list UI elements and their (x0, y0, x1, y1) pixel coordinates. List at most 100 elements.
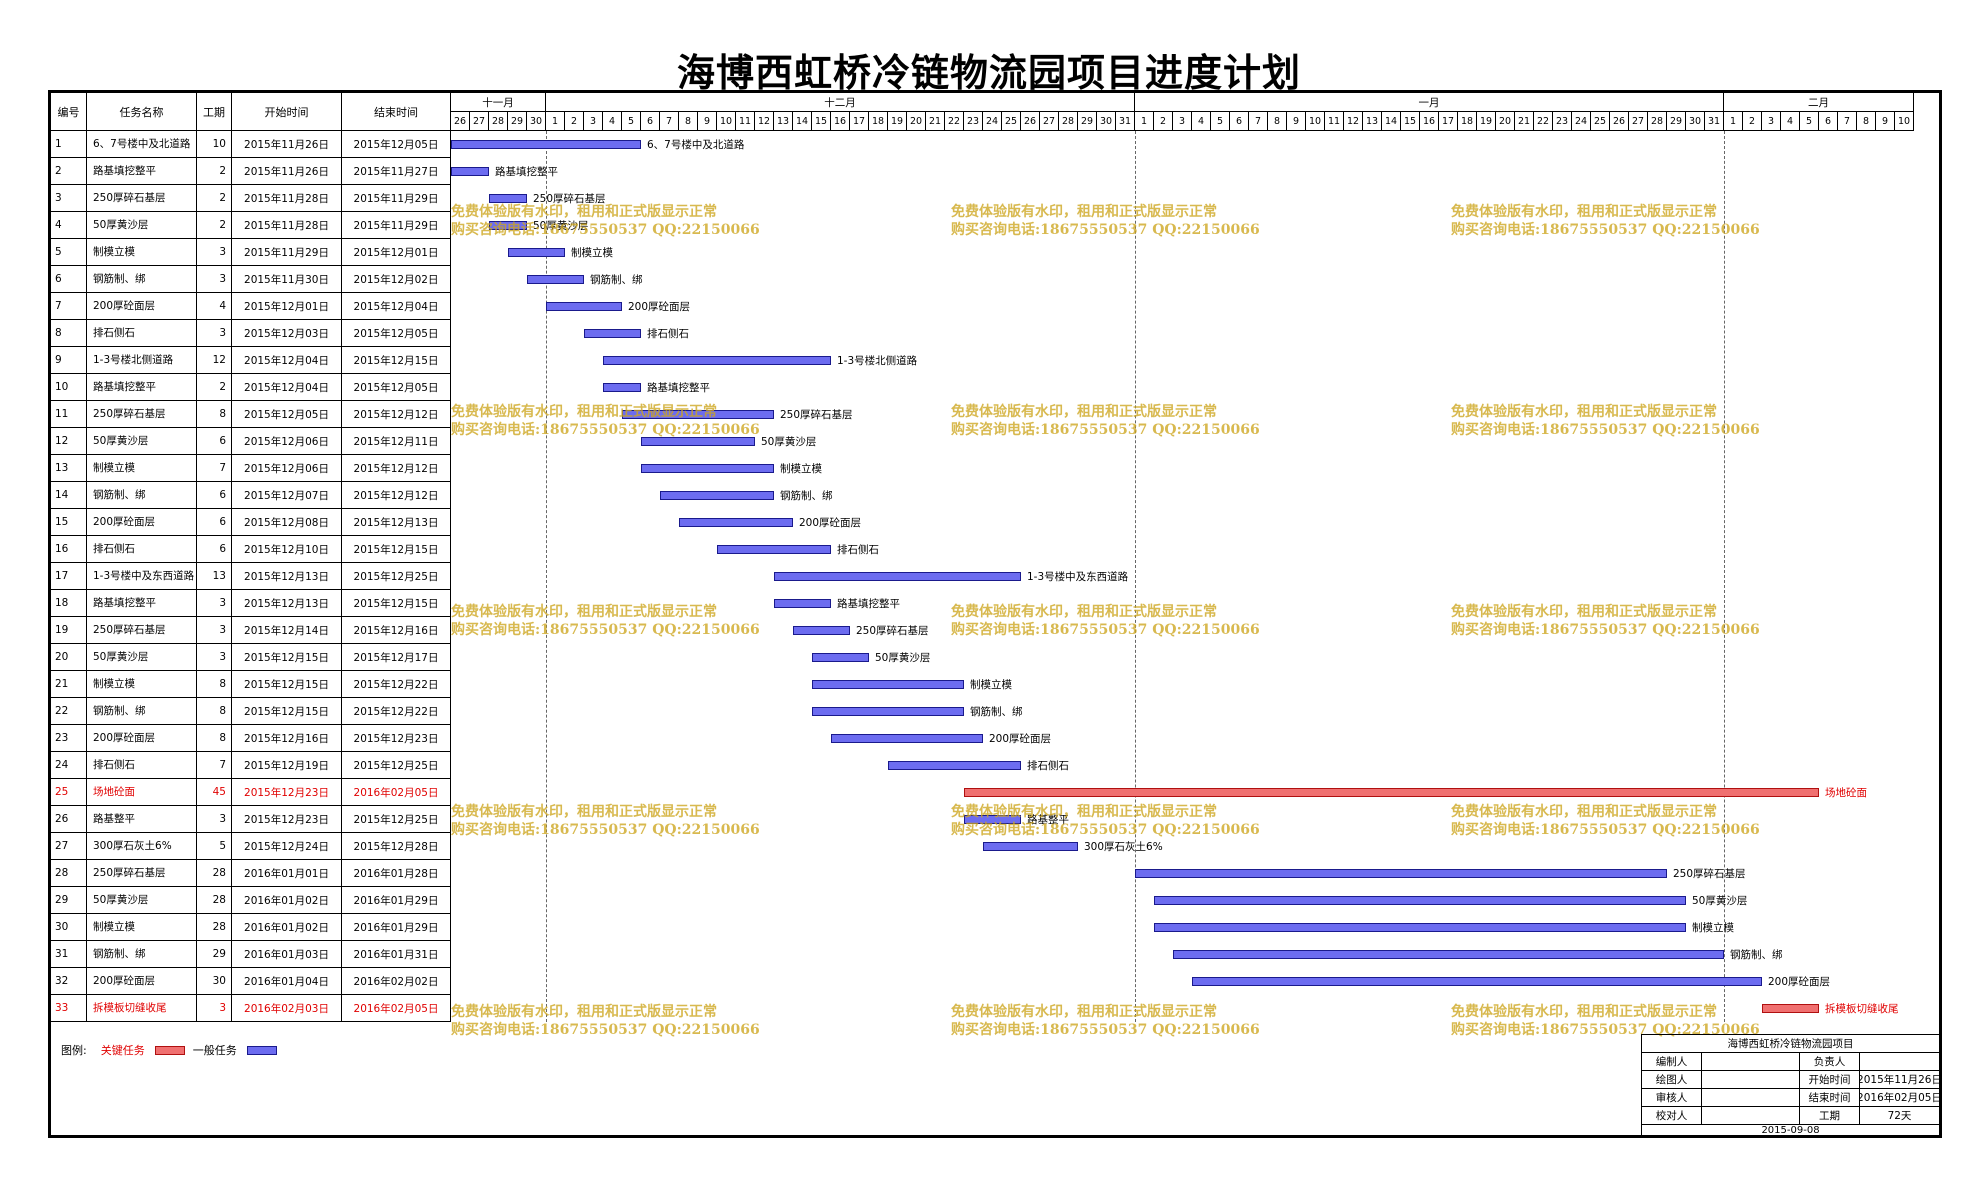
task-end: 2015年12月02日 (342, 266, 451, 293)
task-duration: 8 (197, 401, 232, 428)
task-bar (489, 194, 527, 203)
watermark: 免费体验版有水印，租用和正式版显示正常购买咨询电话:18675550537 QQ… (1451, 603, 1760, 639)
task-bar-label: 路基填挖整平 (837, 598, 900, 610)
watermark-line-1: 免费体验版有水印，租用和正式版显示正常 (451, 204, 717, 220)
task-id: 20 (51, 644, 87, 671)
task-bar (793, 626, 850, 635)
day-header: 6 (641, 112, 660, 131)
task-name: 钢筋制、绑 (87, 941, 197, 968)
task-end: 2015年11月29日 (342, 212, 451, 239)
task-bar-label: 200厚砼面层 (1768, 976, 1831, 988)
task-duration: 12 (197, 347, 232, 374)
day-header: 5 (1800, 112, 1819, 131)
watermark-line-2: 购买咨询电话:18675550537 QQ:22150066 (451, 1022, 760, 1038)
task-bar-label: 50厚黄沙层 (533, 220, 589, 232)
day-header: 12 (755, 112, 774, 131)
day-header: 20 (907, 112, 926, 131)
task-id: 32 (51, 968, 87, 995)
task-start: 2015年11月28日 (232, 185, 342, 212)
task-duration: 10 (197, 131, 232, 158)
task-start: 2015年12月15日 (232, 644, 342, 671)
day-header: 1 (1724, 112, 1743, 131)
info-block: 海博西虹桥冷链物流园项目 编制人 负责人 绘图人 开始时间 2015年11月26… (1641, 1034, 1940, 1136)
task-start: 2015年12月07日 (232, 482, 342, 509)
day-header: 11 (1325, 112, 1344, 131)
task-start: 2015年12月08日 (232, 509, 342, 536)
watermark-line-2: 购买咨询电话:18675550537 QQ:22150066 (1451, 622, 1760, 638)
day-header: 20 (1496, 112, 1515, 131)
task-bar-label: 排石侧石 (837, 544, 879, 556)
legend: 图例: 关键任务 一般任务 (61, 1042, 285, 1058)
task-end: 2016年02月05日 (342, 779, 451, 806)
col-header-name: 任务名称 (87, 93, 197, 131)
day-header: 30 (1686, 112, 1705, 131)
watermark-line-1: 免费体验版有水印，租用和正式版显示正常 (951, 404, 1217, 420)
watermark-line-2: 购买咨询电话:18675550537 QQ:22150066 (451, 822, 760, 838)
day-header: 5 (1211, 112, 1230, 131)
task-end: 2015年12月25日 (342, 563, 451, 590)
task-duration: 2 (197, 158, 232, 185)
day-header: 4 (1781, 112, 1800, 131)
task-name: 300厚石灰土6% (87, 833, 197, 860)
task-start: 2015年12月23日 (232, 779, 342, 806)
info-duration-value: 72天 (1860, 1107, 1940, 1125)
task-id: 10 (51, 374, 87, 401)
task-name: 路基填挖整平 (87, 374, 197, 401)
task-bar (603, 383, 641, 392)
day-header: 30 (1097, 112, 1116, 131)
task-bar (679, 518, 793, 527)
watermark-line-2: 购买咨询电话:18675550537 QQ:22150066 (1451, 422, 1760, 438)
task-name: 制模立模 (87, 914, 197, 941)
task-end: 2015年12月22日 (342, 671, 451, 698)
info-checker-label: 校对人 (1642, 1107, 1702, 1125)
month-header: 二月 (1724, 93, 1914, 112)
task-bar (603, 356, 831, 365)
task-bar (774, 599, 831, 608)
task-duration: 29 (197, 941, 232, 968)
watermark: 免费体验版有水印，租用和正式版显示正常购买咨询电话:18675550537 QQ… (451, 1003, 760, 1039)
task-name: 钢筋制、绑 (87, 266, 197, 293)
task-name: 50厚黄沙层 (87, 212, 197, 239)
task-bar (622, 410, 774, 419)
task-duration: 4 (197, 293, 232, 320)
watermark: 免费体验版有水印，租用和正式版显示正常购买咨询电话:18675550537 QQ… (951, 603, 1260, 639)
task-bar-label: 路基整平 (1027, 814, 1069, 826)
task-id: 19 (51, 617, 87, 644)
task-id: 26 (51, 806, 87, 833)
task-end: 2016年02月05日 (342, 995, 451, 1022)
col-header-duration: 工期 (197, 93, 232, 131)
task-id: 9 (51, 347, 87, 374)
info-duration-label: 工期 (1800, 1107, 1860, 1125)
task-name: 场地砼面 (87, 779, 197, 806)
task-bar (508, 248, 565, 257)
info-start-value: 2015年11月26日 (1860, 1071, 1940, 1089)
day-header: 3 (1762, 112, 1781, 131)
task-duration: 28 (197, 860, 232, 887)
day-header: 9 (1287, 112, 1306, 131)
task-name: 路基填挖整平 (87, 590, 197, 617)
task-end: 2015年12月05日 (342, 374, 451, 401)
task-end: 2015年12月12日 (342, 482, 451, 509)
task-end: 2015年12月15日 (342, 347, 451, 374)
task-end: 2015年12月15日 (342, 590, 451, 617)
task-name: 6、7号楼中及北道路 (87, 131, 197, 158)
task-duration: 3 (197, 644, 232, 671)
task-id: 15 (51, 509, 87, 536)
task-name: 1-3号楼中及东西道路 (87, 563, 197, 590)
task-bar-label: 200厚砼面层 (799, 517, 862, 529)
day-header: 28 (489, 112, 508, 131)
task-end: 2016年01月29日 (342, 887, 451, 914)
info-owner-value (1860, 1053, 1940, 1071)
day-header: 30 (527, 112, 546, 131)
task-duration: 2 (197, 185, 232, 212)
watermark: 免费体验版有水印，租用和正式版显示正常购买咨询电话:18675550537 QQ… (451, 603, 760, 639)
day-header: 8 (1268, 112, 1287, 131)
day-header: 6 (1819, 112, 1838, 131)
day-header: 26 (1610, 112, 1629, 131)
month-header: 十二月 (546, 93, 1135, 112)
task-name: 50厚黄沙层 (87, 644, 197, 671)
task-bar-label: 制模立模 (780, 463, 822, 475)
day-header: 29 (1667, 112, 1686, 131)
watermark: 免费体验版有水印，租用和正式版显示正常购买咨询电话:18675550537 QQ… (951, 1003, 1260, 1039)
